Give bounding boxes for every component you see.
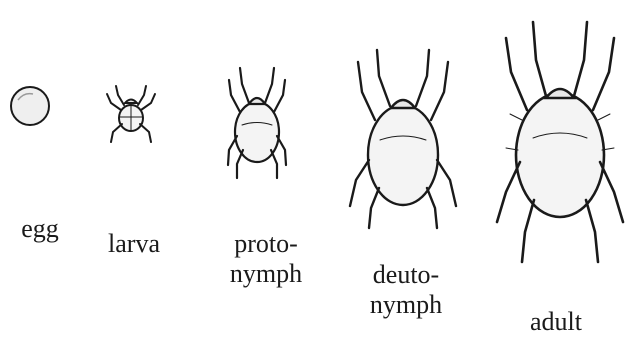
deutonymph-label-line-2: nymph — [354, 290, 458, 320]
deutonymph-illustration — [350, 50, 456, 228]
protonymph-label: proto- nymph — [214, 229, 318, 289]
larva-illustration — [107, 86, 155, 142]
protonymph-illustration — [228, 68, 286, 178]
egg-illustration — [11, 87, 49, 125]
deutonymph-label-line-1: deuto- — [354, 260, 458, 290]
egg-label: egg — [8, 214, 72, 244]
larva-label-line: larva — [92, 229, 176, 259]
egg-label-line: egg — [8, 214, 72, 244]
deutonymph-label: deuto- nymph — [354, 260, 458, 320]
larva-label: larva — [92, 229, 176, 259]
protonymph-label-line-1: proto- — [214, 229, 318, 259]
protonymph-label-line-2: nymph — [214, 259, 318, 289]
adult-illustration — [497, 22, 623, 262]
